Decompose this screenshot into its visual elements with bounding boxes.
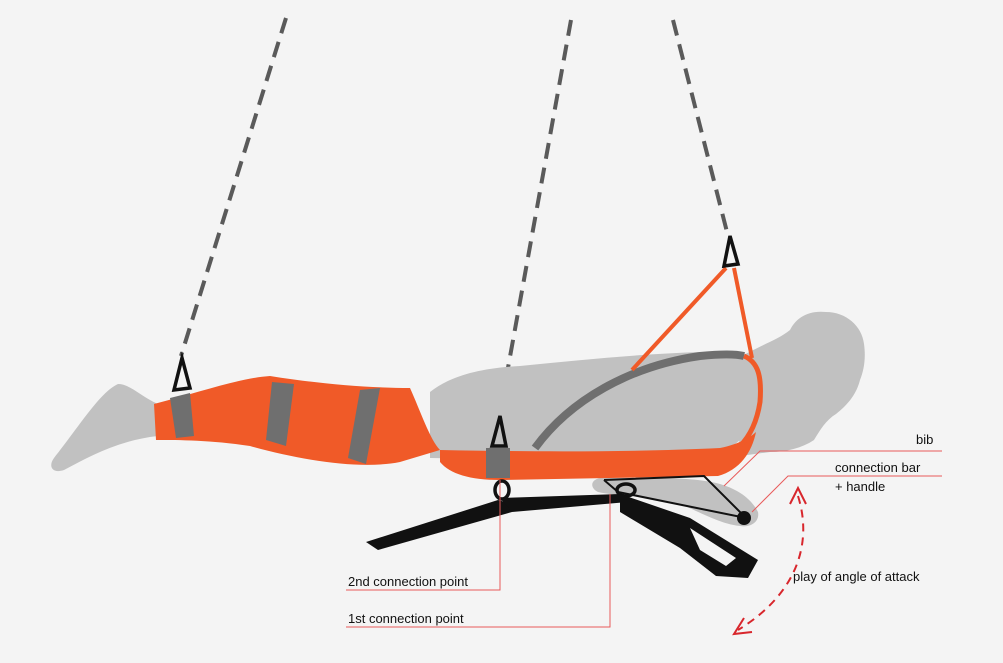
carabiner-icon: [489, 415, 509, 448]
handle: [737, 511, 751, 525]
carabiner-icon: [171, 351, 193, 393]
bib-strap: [738, 353, 763, 448]
connection-bar-frame: [500, 494, 628, 512]
carabiner-icon: [493, 479, 511, 501]
suspension-lines: [179, 17, 729, 413]
suspension-line-front: [671, 19, 729, 233]
leader-1st-connection: [346, 494, 611, 628]
waist-strap: [486, 448, 510, 478]
riser-straps: [630, 266, 754, 372]
back-strap: [531, 350, 745, 451]
harness: [154, 266, 763, 480]
suspension-line-rear: [179, 17, 288, 357]
label-bib: bib: [916, 432, 934, 447]
head-shoulders: [735, 311, 865, 456]
leg-strap-2: [266, 382, 294, 446]
leader-bib: [723, 450, 942, 487]
leader-lines: [346, 450, 942, 628]
connection-bar-frame: [366, 500, 512, 550]
leg-strap-3: [348, 388, 380, 464]
leader-connection-bar: [751, 475, 942, 513]
harness-legs: [154, 376, 440, 465]
pilot-body: [51, 311, 865, 527]
riser-strap-right: [732, 267, 754, 359]
curved-arrow-icon: [737, 495, 805, 631]
connection-bar-cutout: [690, 528, 736, 566]
label-handle: + handle: [835, 479, 886, 494]
carabiner-icon: [721, 235, 741, 269]
label-angle-of-attack: play of angle of attack: [793, 569, 920, 584]
angle-arrow: [732, 485, 807, 636]
feet: [51, 384, 159, 472]
harness-waist-band: [440, 432, 756, 480]
riser-strap-left: [630, 266, 728, 372]
leg-straps: [170, 382, 380, 464]
leader-2nd-connection: [346, 480, 501, 591]
connection-bar: [366, 474, 758, 578]
suspension-line-middle: [498, 19, 573, 413]
arrowhead-bottom: [732, 617, 753, 636]
label-2nd-connection-point: 2nd connection point: [348, 574, 468, 589]
label-1st-connection-point: 1st connection point: [348, 611, 464, 626]
leg-strap-1: [170, 393, 194, 438]
arrowhead-top: [789, 485, 807, 505]
label-connection-bar: connection bar: [835, 460, 921, 475]
torso: [430, 352, 756, 462]
